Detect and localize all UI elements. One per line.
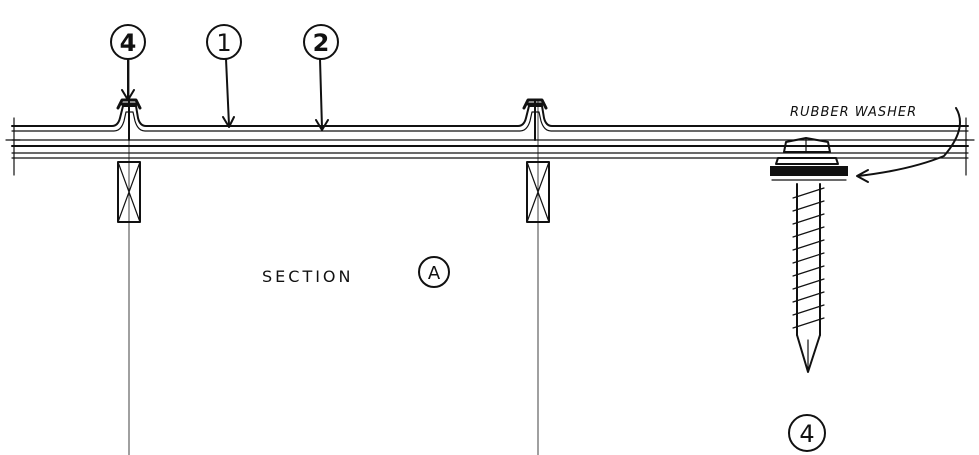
callout-2-bubble: 2 xyxy=(303,24,339,131)
section-marker-label: A xyxy=(428,263,441,284)
roof-sheet-layers xyxy=(5,105,975,176)
screw-head xyxy=(775,137,839,165)
screw-shank xyxy=(792,183,825,373)
detail-marker: 4 xyxy=(788,414,826,452)
washer-label: RUBBER WASHER xyxy=(790,105,917,120)
section-a-drawing: 4 1 2 SECTION A xyxy=(5,24,975,455)
detail-marker-label: 4 xyxy=(799,420,814,448)
screw-detail: RUBBER WASHER xyxy=(770,105,961,452)
section-title: SECTION xyxy=(262,267,354,286)
callout-2-label: 2 xyxy=(313,29,330,57)
crown-fastener-right xyxy=(522,98,548,141)
washer-leader-arrow xyxy=(857,107,961,177)
callout-4-label: 4 xyxy=(120,29,137,57)
callout-1-bubble: 1 xyxy=(206,24,242,128)
rubber-washer xyxy=(770,166,848,176)
section-marker: A xyxy=(418,256,450,288)
callout-1-label: 1 xyxy=(216,29,231,57)
callout-4-bubble: 4 xyxy=(110,24,146,101)
